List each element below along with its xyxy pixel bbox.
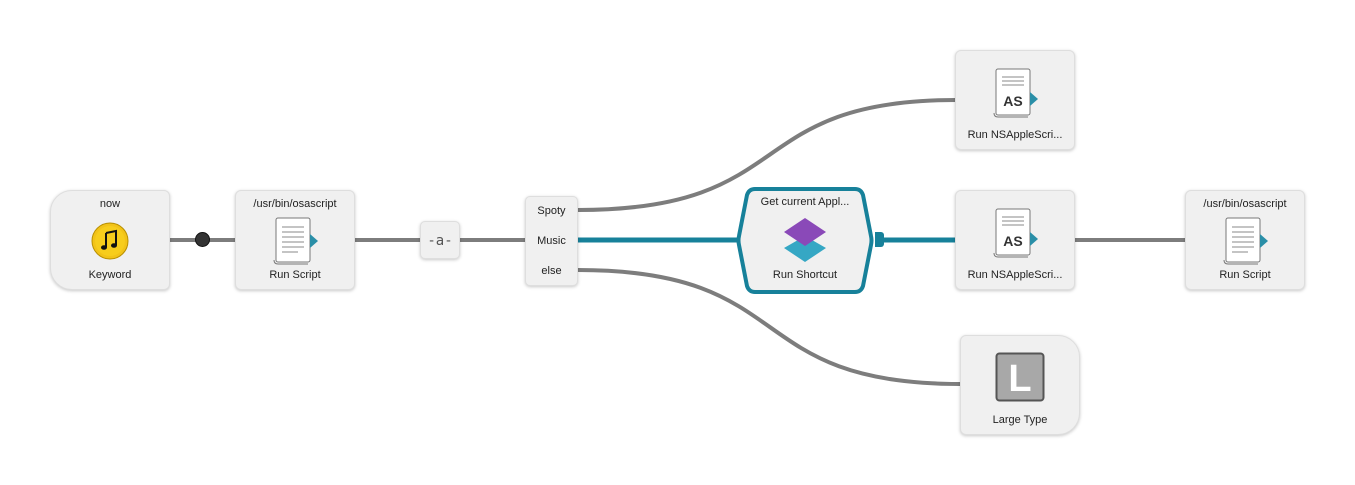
keyword-node[interactable]: now Keyword bbox=[50, 190, 170, 290]
run-script-node-2[interactable]: /usr/bin/osascript Run Script bbox=[1185, 190, 1305, 290]
connection-else-to-largetype[interactable] bbox=[576, 268, 962, 386]
keyword-value: now bbox=[99, 198, 121, 210]
arg-vars-node[interactable]: -a- bbox=[420, 221, 460, 259]
large-type-node[interactable]: L Large Type bbox=[960, 335, 1080, 435]
music-note-icon bbox=[91, 222, 129, 265]
conditional-node[interactable]: Spoty Music else bbox=[525, 196, 578, 286]
script-language: /usr/bin/osascript bbox=[253, 198, 337, 210]
condition-output-music[interactable]: Music bbox=[537, 235, 566, 247]
connection-junction-dot[interactable] bbox=[195, 232, 210, 247]
applescript-node-middle[interactable]: AS Run NSAppleScri... bbox=[955, 190, 1075, 290]
condition-output-spoty[interactable]: Spoty bbox=[537, 205, 566, 217]
script-language: /usr/bin/osascript bbox=[1203, 198, 1287, 210]
svg-text:L: L bbox=[1008, 358, 1031, 400]
connection-spoty-to-applescript[interactable] bbox=[576, 98, 958, 212]
large-type-label: Large Type bbox=[992, 414, 1048, 426]
script-document-icon bbox=[1218, 216, 1272, 271]
applescript-label-top: Run NSAppleScri... bbox=[967, 129, 1063, 141]
shortcut-name: Get current Appl... bbox=[760, 196, 850, 208]
run-script-label: Run Script bbox=[269, 269, 321, 281]
keyword-label: Keyword bbox=[88, 269, 132, 281]
run-script-label-2: Run Script bbox=[1219, 269, 1271, 281]
run-shortcut-label: Run Shortcut bbox=[772, 269, 838, 281]
script-document-icon bbox=[268, 216, 322, 271]
arg-vars-label: -a- bbox=[427, 233, 453, 249]
output-port[interactable] bbox=[875, 232, 884, 247]
large-type-icon: L bbox=[995, 352, 1045, 407]
condition-output-else[interactable]: else bbox=[541, 265, 562, 277]
applescript-document-icon: AS bbox=[988, 207, 1042, 264]
applescript-document-icon: AS bbox=[988, 67, 1042, 124]
run-script-node[interactable]: /usr/bin/osascript Run Script bbox=[235, 190, 355, 290]
svg-text:AS: AS bbox=[1003, 233, 1022, 249]
run-shortcut-node[interactable]: Get current Appl... Run Shortcut bbox=[735, 186, 875, 295]
shortcuts-icon bbox=[782, 216, 828, 269]
svg-text:AS: AS bbox=[1003, 93, 1022, 109]
applescript-node-top[interactable]: AS Run NSAppleScri... bbox=[955, 50, 1075, 150]
applescript-label-middle: Run NSAppleScri... bbox=[967, 269, 1063, 281]
